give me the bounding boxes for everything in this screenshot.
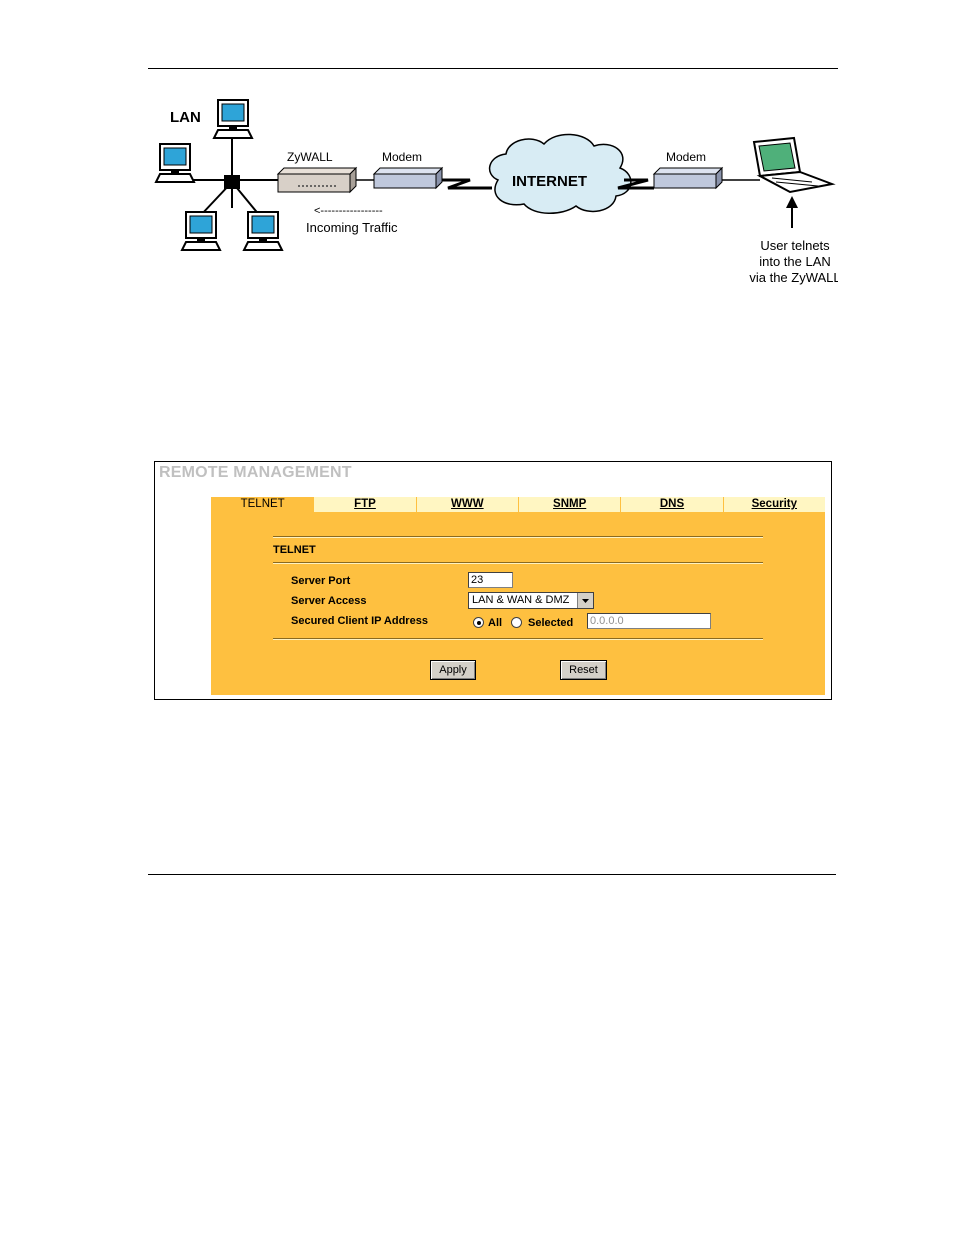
modem-right-icon [654,168,722,188]
user-note-line3: via the ZyWALL [749,270,838,285]
panel-title: REMOTE MANAGEMENT [159,464,352,482]
incoming-traffic-arrow: <----------------- [314,205,383,217]
radio-all[interactable] [473,617,484,628]
laptop-icon [754,138,832,192]
tab-snmp[interactable]: SNMP [518,497,620,512]
lan-computer-icon [156,144,194,182]
reset-button[interactable]: Reset [560,660,607,680]
modem-right-label: Modem [666,150,706,164]
zywall-device-icon [278,168,356,192]
user-arrow-head [786,196,798,208]
lan-computer-icon [244,212,282,250]
lan-label: LAN [170,109,201,126]
radio-all-label: All [488,617,502,629]
footer-rule [148,874,836,875]
zywall-label: ZyWALL [287,150,333,164]
tab-ftp[interactable]: FTP [313,497,415,512]
radio-selected-label: Selected [528,617,573,629]
user-note-line2: into the LAN [759,254,831,269]
server-access-label: Server Access [291,595,366,607]
lan-computer-icon [214,100,252,138]
tab-www[interactable]: WWW [416,497,518,512]
server-port-label: Server Port [291,575,350,587]
section-divider-mid [273,562,763,564]
modem-left-label: Modem [382,150,422,164]
secured-client-ip-label: Secured Client IP Address [291,615,428,627]
header-rule [148,68,838,69]
section-divider-bottom [273,638,763,640]
radio-selected[interactable] [511,617,522,628]
apply-button[interactable]: Apply [430,660,476,680]
selected-ip-input[interactable]: 0.0.0.0 [587,613,711,629]
remote-management-panel: REMOTE MANAGEMENT TELNET FTP WWW SNMP DN… [154,461,832,700]
tab-security[interactable]: Security [723,497,825,512]
section-divider-top [273,536,763,538]
section-title: TELNET [273,544,316,556]
incoming-traffic-label: Incoming Traffic [306,220,398,235]
user-note-line1: User telnets [760,238,830,253]
network-diagram: LAN ZyWALL Modem INTERNET Modem User [148,88,838,298]
server-access-select[interactable]: LAN & WAN & DMZ [468,592,594,609]
chevron-down-icon[interactable] [577,593,593,608]
server-port-input[interactable]: 23 [468,572,513,588]
internet-label: INTERNET [512,173,587,190]
lan-computer-icon [182,212,220,250]
tab-dns[interactable]: DNS [620,497,722,512]
tab-telnet[interactable]: TELNET [211,497,313,512]
server-access-value: LAN & WAN & DMZ [472,594,569,606]
wan-link-left [442,180,492,188]
panel-content: TELNET FTP WWW SNMP DNS Security TELNET … [211,497,825,695]
tab-bar: TELNET FTP WWW SNMP DNS Security [211,497,825,513]
modem-left-icon [374,168,442,188]
lan-hub [224,175,240,189]
